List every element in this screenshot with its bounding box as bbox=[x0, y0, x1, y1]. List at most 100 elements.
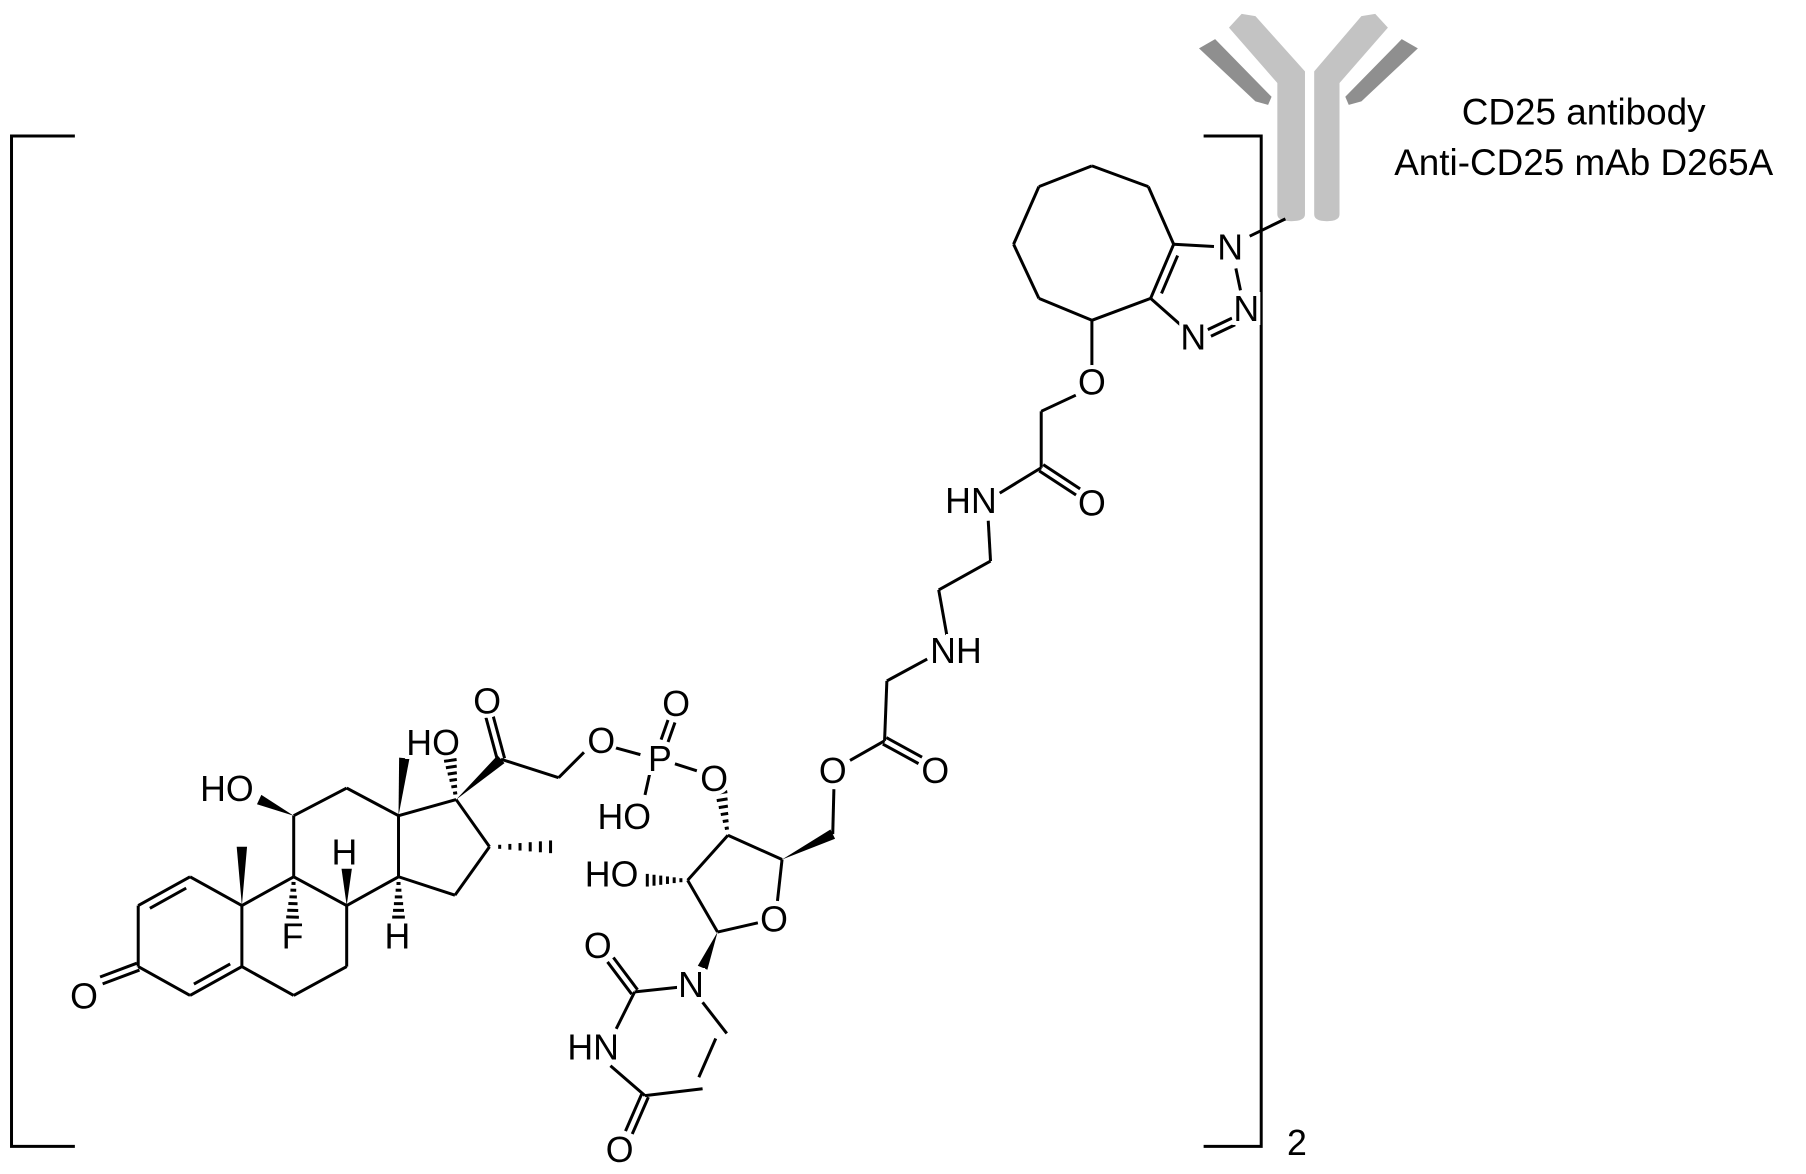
atom-label: O bbox=[584, 926, 612, 966]
hashed-bond-segment bbox=[451, 784, 458, 789]
double-bond bbox=[1038, 469, 1077, 497]
single-bond bbox=[1038, 164, 1093, 189]
single-bond bbox=[609, 1064, 646, 1097]
single-bond bbox=[998, 466, 1042, 495]
single-bond bbox=[849, 739, 886, 762]
single-bond bbox=[727, 833, 783, 861]
hashed-bond-segment bbox=[452, 791, 458, 795]
single-bond bbox=[634, 985, 678, 994]
bracket-subscript: 2 bbox=[1287, 1123, 1307, 1163]
wedge-bond bbox=[236, 846, 248, 906]
single-bond bbox=[1012, 243, 1041, 300]
single-bond bbox=[345, 875, 400, 907]
single-bond bbox=[241, 965, 295, 997]
single-bond bbox=[137, 875, 191, 907]
wedge-bond bbox=[456, 755, 505, 800]
single-bond bbox=[937, 559, 992, 592]
double-bond bbox=[666, 721, 677, 743]
hashed-bond-segment bbox=[716, 797, 728, 803]
atom-label: O bbox=[473, 682, 501, 722]
wedge-bond bbox=[782, 829, 836, 860]
bonds bbox=[99, 164, 1287, 1135]
antibody-left-light-chain bbox=[1199, 39, 1272, 105]
double-bond bbox=[99, 961, 138, 979]
single-bond bbox=[241, 875, 295, 907]
double-bond bbox=[659, 719, 670, 741]
single-bond bbox=[614, 746, 641, 757]
hashed-bond-segment bbox=[449, 777, 458, 783]
single-bond bbox=[1040, 393, 1077, 413]
single-bond bbox=[686, 834, 730, 882]
atom-label: O bbox=[70, 977, 98, 1017]
atom-label: N bbox=[678, 965, 704, 1005]
atom-label: HO bbox=[597, 797, 651, 837]
single-bond bbox=[453, 845, 491, 897]
hashed-bond-segment bbox=[443, 757, 457, 763]
left-bracket bbox=[10, 134, 75, 1148]
single-bond bbox=[189, 965, 243, 997]
atom-label: P bbox=[648, 739, 672, 779]
single-bond bbox=[1173, 242, 1215, 249]
single-bond bbox=[883, 680, 889, 741]
single-bond bbox=[1146, 186, 1176, 245]
single-bond bbox=[674, 762, 698, 773]
atom-label: N bbox=[1180, 318, 1206, 358]
double-bond bbox=[1207, 316, 1233, 331]
single-bond bbox=[137, 965, 191, 997]
single-bond bbox=[614, 991, 636, 1030]
double-bond-inner bbox=[193, 962, 231, 986]
single-bond bbox=[1091, 164, 1149, 189]
single-bond bbox=[775, 859, 784, 902]
single-bond bbox=[1012, 186, 1041, 245]
single-bond bbox=[686, 879, 719, 933]
antibody-name-label: CD25 antibody bbox=[1462, 91, 1706, 132]
single-bond bbox=[986, 520, 993, 562]
hashed-bond-segment bbox=[722, 819, 729, 824]
single-bond bbox=[1234, 268, 1242, 291]
atom-label: O bbox=[587, 721, 615, 761]
double-bond bbox=[882, 742, 920, 765]
single-bond bbox=[292, 875, 348, 907]
single-bond bbox=[189, 875, 243, 907]
antibody-left-heavy-chain bbox=[1228, 13, 1305, 222]
wedge-bond bbox=[256, 794, 294, 816]
atom-label: HO bbox=[585, 854, 639, 894]
single-bond bbox=[643, 773, 652, 796]
single-bond bbox=[500, 757, 560, 780]
double-bond-inner bbox=[697, 1037, 718, 1078]
single-bond bbox=[831, 789, 836, 835]
antibody-right-light-chain bbox=[1345, 39, 1418, 105]
atom-label: O bbox=[1078, 483, 1106, 523]
single-bond bbox=[886, 657, 928, 683]
atom-label: O bbox=[760, 899, 788, 939]
atom-label: HN bbox=[945, 481, 997, 521]
atom-label: H bbox=[384, 917, 410, 957]
double-bond bbox=[102, 968, 141, 986]
double-bond bbox=[484, 717, 499, 761]
double-bond bbox=[630, 1096, 650, 1135]
single-bond bbox=[937, 589, 949, 636]
single-bond bbox=[1038, 297, 1093, 322]
atom-label: N bbox=[1233, 289, 1259, 329]
atom-label: F bbox=[282, 917, 304, 957]
atom-label: HN bbox=[567, 1027, 619, 1067]
wedge-bond bbox=[697, 932, 718, 970]
single-bond bbox=[644, 1087, 703, 1098]
double-bond bbox=[624, 1093, 643, 1132]
atom-label: O bbox=[606, 1130, 634, 1170]
double-bond bbox=[606, 961, 633, 996]
atom-label: HO bbox=[200, 769, 254, 809]
single-bond bbox=[293, 786, 348, 818]
wedge-bond bbox=[341, 868, 352, 906]
atom-label: O bbox=[662, 684, 690, 724]
single-bond bbox=[1091, 296, 1152, 322]
hashed-bond-segment bbox=[714, 790, 728, 796]
single-bond bbox=[1149, 243, 1176, 299]
atom-label: O bbox=[1078, 362, 1106, 402]
atom-label: O bbox=[921, 751, 949, 791]
atom-label: HO bbox=[406, 723, 460, 763]
atom-label: N bbox=[1217, 228, 1243, 268]
